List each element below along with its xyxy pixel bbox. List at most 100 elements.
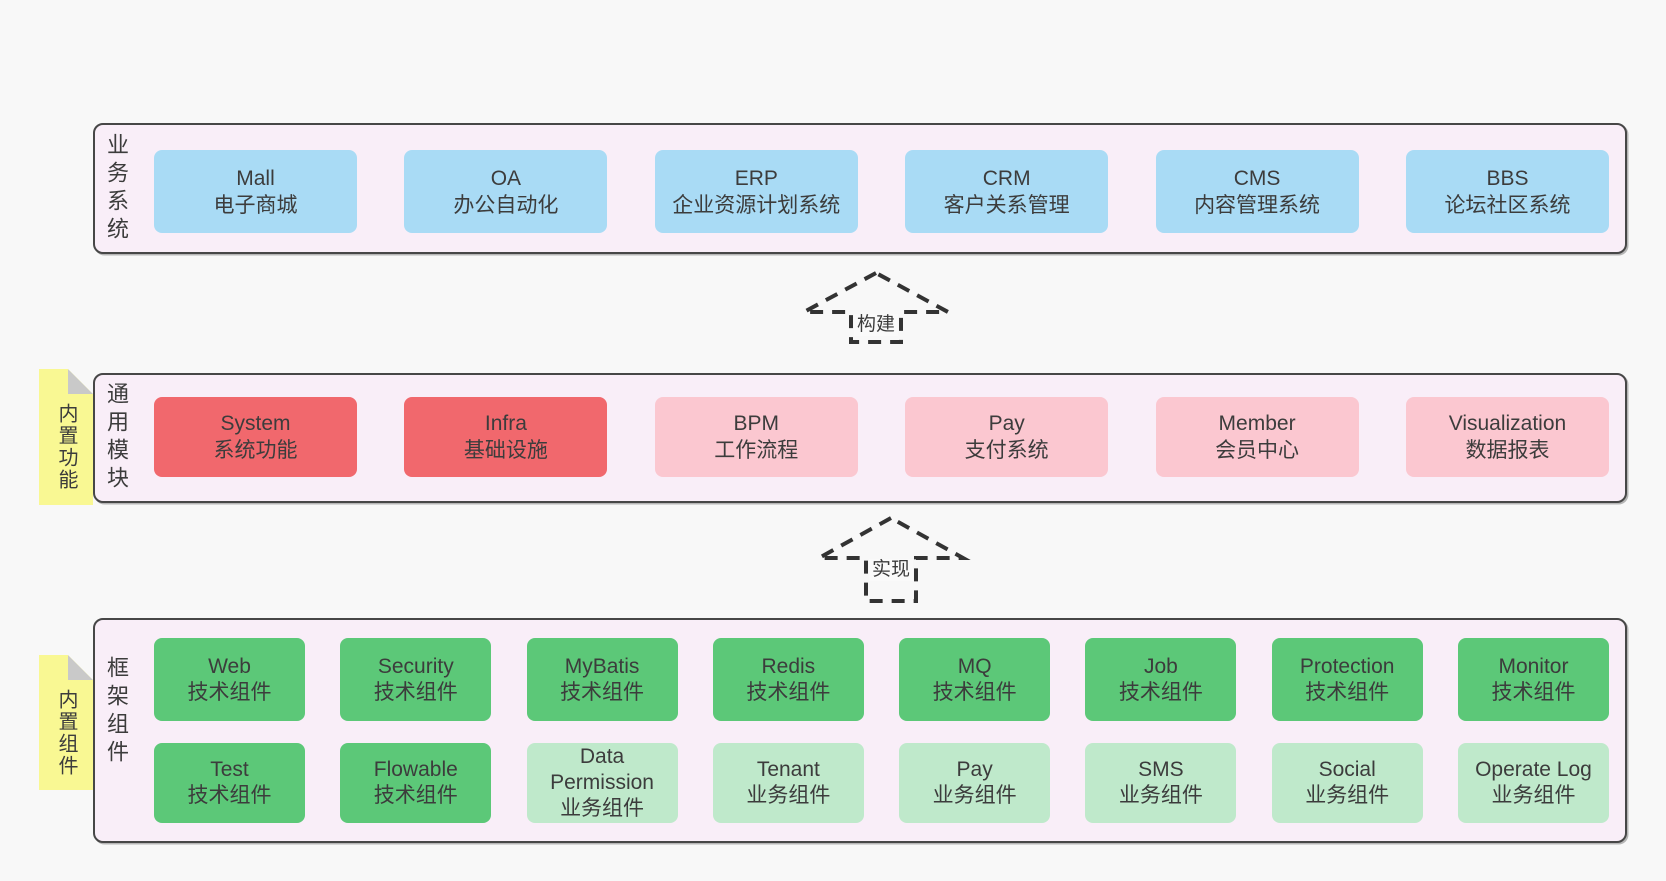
box-title: Visualization <box>1448 412 1567 435</box>
box-subtitle: 业务组件 <box>746 784 831 807</box>
box-test: Test 技术组件 <box>154 743 305 823</box>
folded-corner-icon <box>68 369 93 394</box>
box-title: CRM <box>982 166 1031 190</box>
box-title: Operate Log <box>1475 758 1592 781</box>
box-subtitle: 基础设施 <box>463 439 548 462</box>
box-subtitle: 业务组件 <box>932 784 1017 807</box>
box-social: Social 业务组件 <box>1271 743 1423 823</box>
box-tenant: Tenant 业务组件 <box>712 743 864 823</box>
box-subtitle: 办公自动化 <box>453 193 559 217</box>
box-title: Member <box>1218 412 1296 435</box>
box-subtitle: 企业资源计划系统 <box>672 193 841 217</box>
box-title: OA <box>490 166 522 190</box>
box-title: Data Permission <box>550 745 654 794</box>
box-protection: Protection 技术组件 <box>1271 638 1423 721</box>
box-member: Member 会员中心 <box>1155 397 1359 477</box>
framework-components-row-2: Test 技术组件 Flowable 技术组件 Data Permission … <box>154 743 1609 823</box>
box-title: Mall <box>236 166 275 190</box>
build-arrow-label: 构建 <box>853 314 899 336</box>
box-subtitle: 技术组件 <box>373 784 458 807</box>
implement-arrow-label: 实现 <box>868 559 914 581</box>
box-subtitle: 技术组件 <box>560 680 645 704</box>
box-subtitle: 技术组件 <box>746 680 831 704</box>
box-title: Monitor <box>1498 654 1569 678</box>
box-subtitle: 工作流程 <box>714 439 799 462</box>
box-title: Pay <box>988 412 1025 435</box>
folded-corner-icon <box>68 655 93 680</box>
box-crm: CRM 客户关系管理 <box>905 150 1109 233</box>
common-modules-row: System 系统功能 Infra 基础设施 BPM 工作流程 Pay 支付系统… <box>154 397 1609 477</box>
box-subtitle: 技术组件 <box>932 680 1017 704</box>
business-systems-label: 业务系统 <box>104 132 129 245</box>
dashed-arrow-up-icon <box>803 270 949 344</box>
box-subtitle: 数据报表 <box>1465 439 1550 462</box>
box-title: BBS <box>1486 166 1529 190</box>
built-in-components-label: 内置组件 <box>55 688 77 777</box>
box-redis: Redis 技术组件 <box>712 638 864 721</box>
box-title: Web <box>208 654 251 678</box>
box-subtitle: 业务组件 <box>1118 784 1203 807</box>
box-infra: Infra 基础设施 <box>404 397 608 477</box>
box-cms: CMS 内容管理系统 <box>1155 150 1359 233</box>
box-sms: SMS 业务组件 <box>1085 743 1237 823</box>
box-mall: Mall 电子商城 <box>154 150 357 233</box>
box-mybatis: MyBatis 技术组件 <box>526 638 678 721</box>
box-subtitle: 内容管理系统 <box>1194 193 1321 217</box>
box-title: Infra <box>484 412 527 435</box>
box-title: Protection <box>1299 654 1395 678</box>
framework-components-layer: 框架组件 Web 技术组件 Security 技术组件 MyBatis 技术组件… <box>93 618 1627 843</box>
box-title: Flowable <box>373 758 458 781</box>
box-title: Redis <box>761 654 816 678</box>
box-monitor: Monitor 技术组件 <box>1457 638 1609 721</box>
box-title: BPM <box>733 412 780 435</box>
built-in-features-label: 内置功能 <box>55 403 77 491</box>
box-pay-component: Pay 业务组件 <box>899 743 1051 823</box>
box-subtitle: 业务组件 <box>560 797 645 820</box>
box-subtitle: 技术组件 <box>1305 680 1390 704</box>
box-subtitle: 业务组件 <box>1491 784 1576 807</box>
box-bbs: BBS 论坛社区系统 <box>1405 150 1609 233</box>
built-in-components-sticky: 内置组件 <box>39 655 93 790</box>
box-title: Job <box>1143 654 1178 678</box>
box-job: Job 技术组件 <box>1085 638 1237 721</box>
box-subtitle: 技术组件 <box>187 680 272 704</box>
box-mq: MQ 技术组件 <box>899 638 1051 721</box>
box-subtitle: 论坛社区系统 <box>1444 193 1571 217</box>
framework-components-label: 框架组件 <box>104 656 129 768</box>
box-subtitle: 支付系统 <box>964 439 1049 462</box>
common-modules-layer: 通用模块 System 系统功能 Infra 基础设施 BPM 工作流程 Pay… <box>93 373 1627 503</box>
box-title: MyBatis <box>564 654 640 678</box>
box-title: MQ <box>957 654 992 678</box>
dashed-arrow-up-icon <box>811 515 971 603</box>
box-subtitle: 业务组件 <box>1305 784 1390 807</box>
box-subtitle: 系统功能 <box>213 439 298 462</box>
box-visualization: Visualization 数据报表 <box>1405 397 1609 477</box>
box-erp: ERP 企业资源计划系统 <box>654 150 858 233</box>
build-arrow: 构建 <box>796 270 956 344</box>
box-subtitle: 电子商城 <box>213 193 298 217</box>
box-subtitle: 会员中心 <box>1215 439 1300 462</box>
box-subtitle: 技术组件 <box>373 680 458 704</box>
box-bpm: BPM 工作流程 <box>654 397 858 477</box>
box-title: CMS <box>1233 166 1281 190</box>
framework-components-row-1: Web 技术组件 Security 技术组件 MyBatis 技术组件 Redi… <box>154 638 1609 721</box>
box-title: Test <box>210 758 249 781</box>
box-subtitle: 技术组件 <box>1118 680 1203 704</box>
box-subtitle: 技术组件 <box>187 784 272 807</box>
business-systems-layer: 业务系统 Mall 电子商城 OA 办公自动化 ERP 企业资源计划系统 CRM… <box>93 123 1627 254</box>
box-data-permission: Data Permission 业务组件 <box>526 743 678 823</box>
box-title: ERP <box>734 166 778 190</box>
box-title: Pay <box>956 758 993 781</box>
box-flowable: Flowable 技术组件 <box>340 743 492 823</box>
box-title: Tenant <box>756 758 820 781</box>
box-operate-log: Operate Log 业务组件 <box>1457 743 1609 823</box>
box-title: SMS <box>1138 758 1184 781</box>
box-subtitle: 客户关系管理 <box>943 193 1070 217</box>
box-oa: OA 办公自动化 <box>404 150 608 233</box>
box-title: System <box>220 412 291 435</box>
box-pay: Pay 支付系统 <box>905 397 1109 477</box>
common-modules-label: 通用模块 <box>104 382 129 494</box>
implement-arrow: 实现 <box>811 515 971 603</box>
box-subtitle: 技术组件 <box>1491 680 1576 704</box>
